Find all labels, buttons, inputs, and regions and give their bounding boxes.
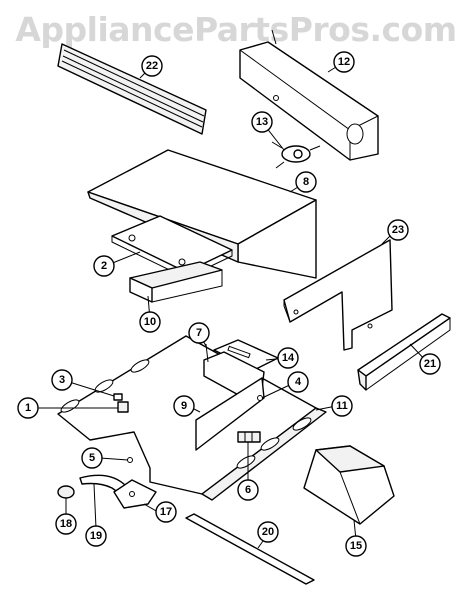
callout-6-label: 6 [245,484,251,496]
callout-18: 18 [55,513,77,535]
callout-4: 4 [287,371,309,393]
part-20-strip [185,513,315,585]
callout-6: 6 [237,479,259,501]
callout-8: 8 [295,171,317,193]
callout-5-label: 5 [89,452,95,464]
callout-19-label: 19 [90,530,102,542]
part-8-cover-shroud [87,149,317,279]
part-3-fastener [113,393,123,401]
callout-12: 12 [333,51,355,73]
callout-9-label: 9 [181,400,187,412]
part-21-angle-rail [357,313,451,391]
callout-1: 1 [17,397,39,419]
callout-19: 19 [85,525,107,547]
callout-21-label: 21 [424,358,436,370]
callout-12-label: 12 [338,56,350,68]
callout-17-label: 17 [160,506,172,518]
callout-22-label: 22 [146,60,158,72]
callout-11-label: 11 [336,400,348,412]
callout-14-label: 14 [282,352,295,364]
callout-2: 2 [93,255,115,277]
part-17-switch-bracket [113,479,157,509]
part-18-knob [57,485,75,499]
callout-3: 3 [51,369,73,391]
callout-13: 13 [251,111,273,133]
callout-11: 11 [331,395,353,417]
part-13-fan-motor [271,141,321,169]
callout-23-label: 23 [392,224,404,236]
part-6-terminal-block [237,431,261,443]
callout-10: 10 [139,311,161,333]
part-15-drip-tray [303,445,395,525]
callout-1-label: 1 [25,402,31,414]
callout-10-label: 10 [144,316,156,328]
callout-14: 14 [277,347,299,369]
callout-8-label: 8 [303,176,309,188]
callout-15-label: 15 [350,540,362,552]
part-9-front-panel [195,377,265,451]
callout-20-label: 20 [262,526,274,538]
callout-23: 23 [387,219,409,241]
callout-21: 21 [419,353,441,375]
callout-18-label: 18 [60,518,72,530]
part-12-rear-panel [239,29,379,161]
callout-20: 20 [257,521,279,543]
callout-7: 7 [188,322,210,344]
callout-15: 15 [345,535,367,557]
callout-17: 17 [155,501,177,523]
part-23-bracket-plate [283,239,393,351]
callout-5: 5 [81,447,103,469]
callout-9: 9 [173,395,195,417]
callout-4-label: 4 [295,376,302,388]
part-10-duct [129,261,223,303]
callout-13-label: 13 [256,116,268,128]
callout-3-label: 3 [59,374,65,386]
part-5-screw [127,457,133,463]
callout-22: 22 [141,55,163,77]
callout-7-label: 7 [196,327,202,339]
callout-2-label: 2 [101,260,107,272]
part-4-screw [257,395,263,401]
part-22-channel-strip [57,43,207,135]
part-1-clip [117,401,129,413]
